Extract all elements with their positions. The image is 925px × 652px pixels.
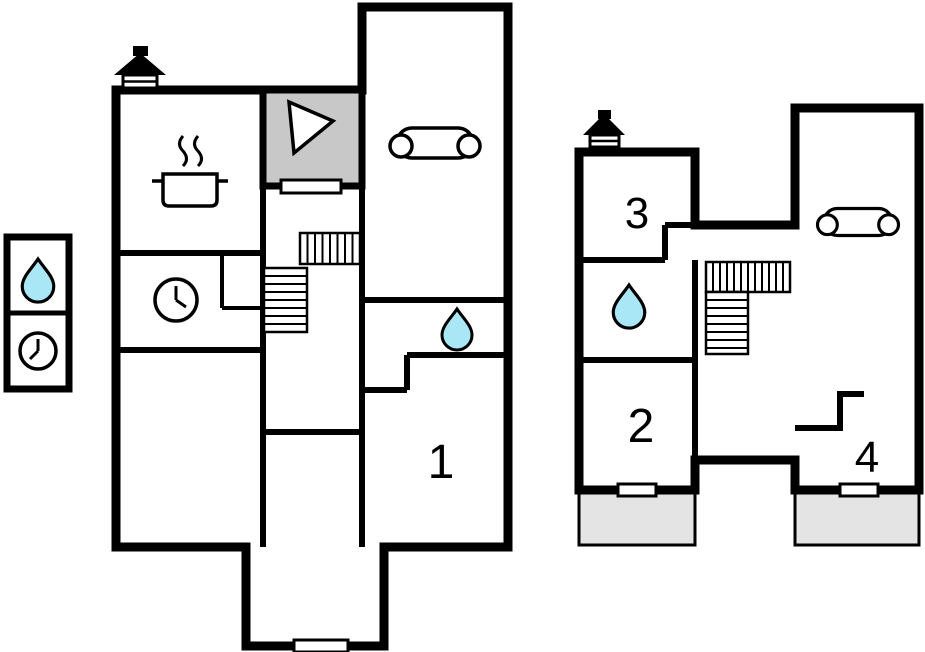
stair-treads bbox=[264, 275, 307, 325]
sofa-armrest bbox=[456, 133, 482, 159]
upper-floor-plan: 3 2 4 bbox=[574, 103, 924, 547]
chimney-icon bbox=[583, 110, 625, 149]
spotlight-icon bbox=[286, 99, 337, 157]
clock-icon bbox=[153, 277, 199, 323]
clock-hands bbox=[28, 339, 40, 361]
ground-floor-closet-walls bbox=[220, 253, 263, 310]
clock-icon bbox=[18, 331, 58, 371]
ground-floor-plan: 1 bbox=[111, 2, 513, 652]
ground-floor-outer-walls bbox=[111, 2, 513, 651]
sofa-armrest bbox=[388, 133, 414, 159]
pot-body bbox=[161, 172, 219, 208]
chimney-roof bbox=[583, 114, 625, 135]
ground-floor-interior-walls bbox=[116, 186, 508, 547]
room-label-1: 1 bbox=[428, 436, 455, 489]
legend bbox=[3, 233, 73, 393]
stairs-icon bbox=[262, 231, 362, 334]
room-label-3: 3 bbox=[625, 189, 649, 238]
window-marker bbox=[616, 482, 658, 498]
upper-floor-interior-walls bbox=[579, 222, 698, 460]
room-label-2: 2 bbox=[628, 400, 655, 453]
clock-hands bbox=[174, 286, 187, 309]
room-label-4: 4 bbox=[855, 433, 879, 482]
stairs-icon bbox=[704, 260, 792, 356]
window-marker bbox=[279, 178, 343, 195]
stair-treads bbox=[712, 262, 784, 292]
chimney-icon bbox=[114, 46, 166, 90]
chimney-stub bbox=[133, 46, 148, 56]
upper-floor-step-wall bbox=[795, 391, 864, 431]
terrace-left bbox=[577, 488, 697, 547]
stair-treads bbox=[706, 299, 748, 349]
steam-lines bbox=[178, 135, 203, 168]
door-marker bbox=[292, 638, 350, 652]
terrace-right bbox=[793, 488, 921, 547]
chimney-roof bbox=[114, 53, 166, 75]
stove-icon bbox=[152, 135, 228, 208]
sofa-armrest bbox=[877, 213, 901, 237]
sofa-icon bbox=[815, 206, 901, 238]
sofa-icon bbox=[388, 126, 482, 160]
stair-treads bbox=[306, 233, 354, 264]
sofa-armrest bbox=[815, 213, 839, 237]
window-marker bbox=[838, 482, 880, 498]
